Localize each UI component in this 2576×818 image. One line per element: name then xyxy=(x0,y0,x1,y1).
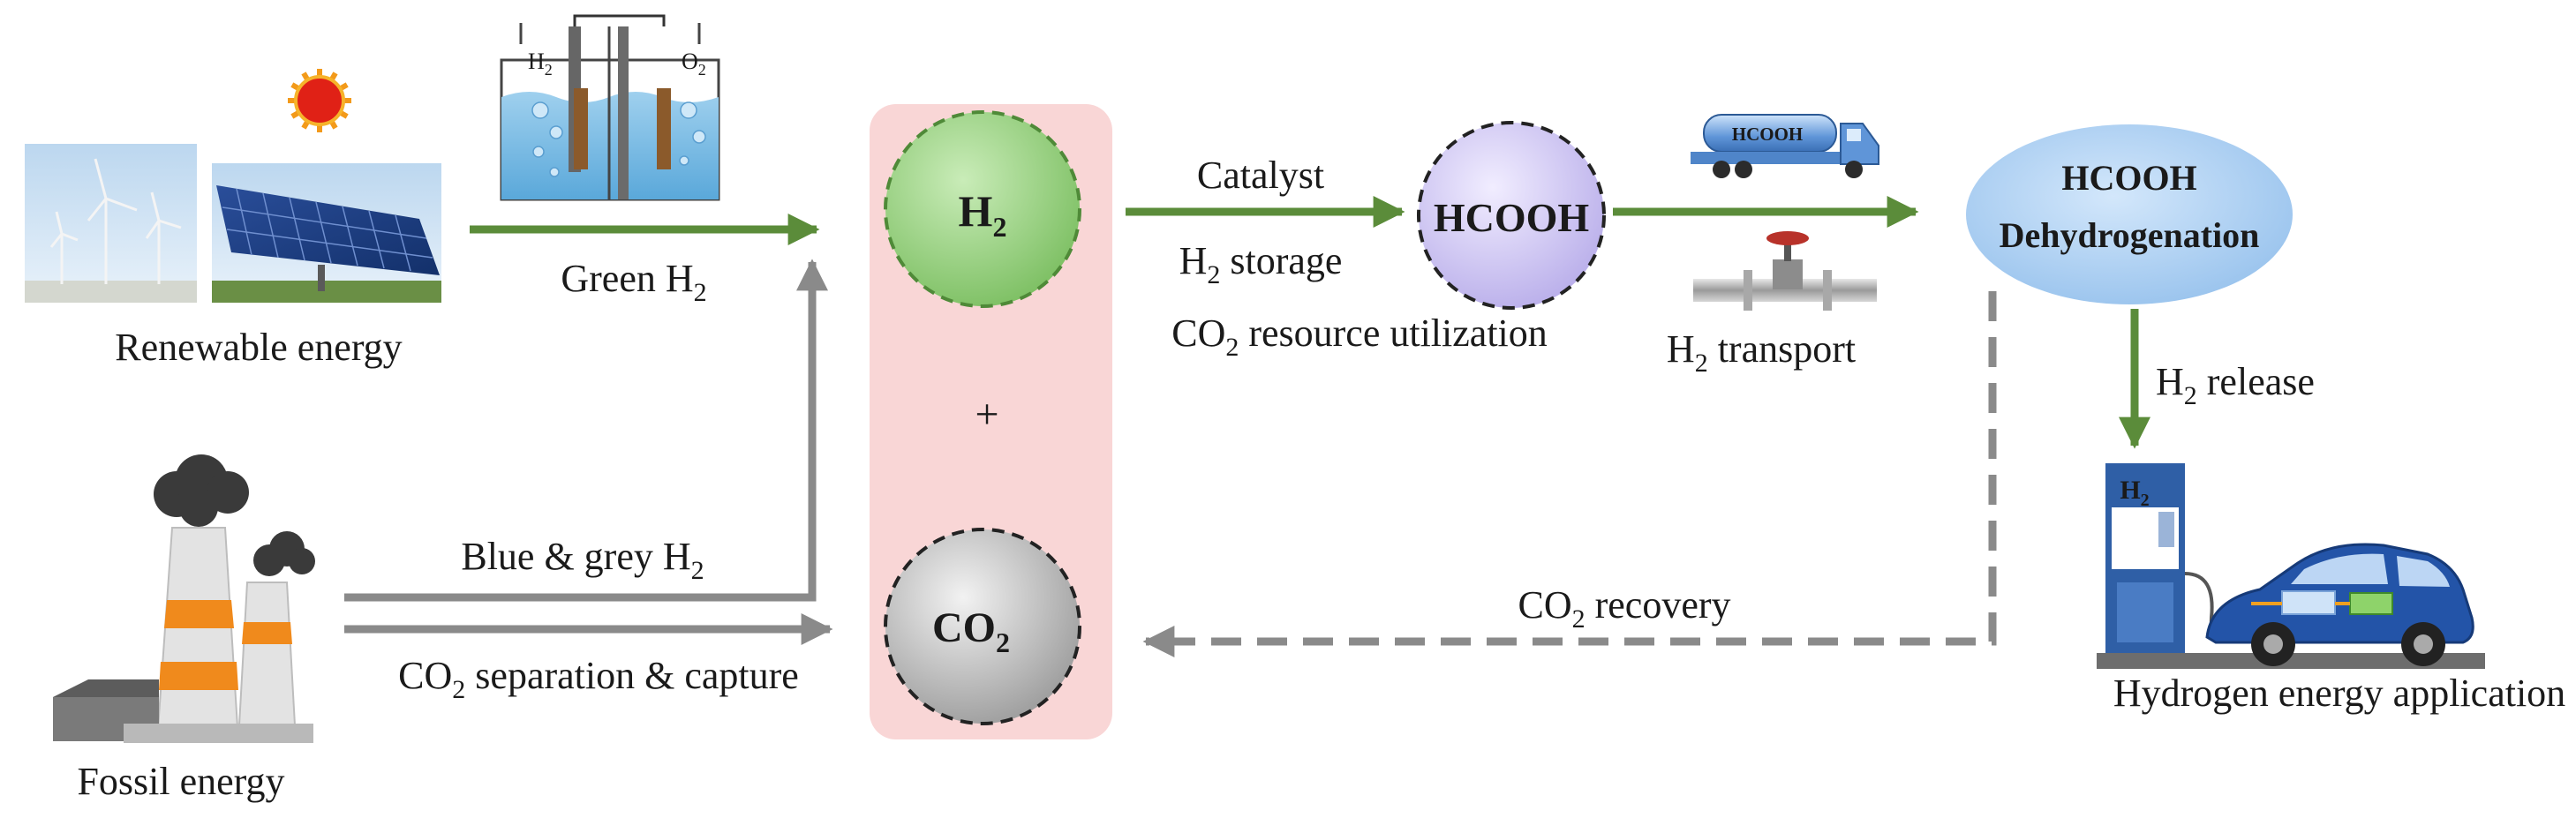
electrolyzer-o2-label: O2 xyxy=(682,49,706,79)
solar-panel-image xyxy=(212,163,441,303)
electrolyzer-h2-label: H2 xyxy=(528,49,553,79)
h2-node-label: H2 xyxy=(959,186,1007,243)
h2-transport-label: H2 transport xyxy=(1667,327,1856,378)
hcooh-node-label: HCOOH xyxy=(1434,195,1590,240)
dehydrogenation-line1: HCOOH xyxy=(2061,158,2196,198)
h2-release-label: H2 release xyxy=(2156,360,2315,410)
green-h2-label: Green H2 xyxy=(561,257,706,307)
co2-recovery-arrow xyxy=(1142,291,1997,657)
dehydrogenation-line2: Dehydrogenation xyxy=(2000,215,2260,255)
co2-resource-label: CO2 resource utilization xyxy=(1171,311,1548,362)
factory-icon xyxy=(53,454,315,743)
catalyst-label: Catalyst xyxy=(1197,154,1324,197)
hydrogen-station-icon: H2 xyxy=(2097,463,2485,669)
wind-farm-image xyxy=(25,144,197,303)
tanker-truck-icon: HCOOH xyxy=(1691,114,1879,178)
h2-storage-label: H2 storage xyxy=(1179,239,1343,289)
plus-sign: + xyxy=(975,391,998,438)
hydrogen-application-label: Hydrogen energy application xyxy=(2113,672,2565,715)
co2-recovery-label: CO2 recovery xyxy=(1518,583,1730,634)
electrolyzer-icon: H2 O2 xyxy=(500,14,720,201)
blue-grey-h2-label: Blue & grey H2 xyxy=(461,535,704,585)
fuel-cell-car-icon xyxy=(2205,543,2474,666)
h2-node: H2 xyxy=(884,110,1081,308)
sun-icon xyxy=(288,69,351,132)
co2-node-label: CO2 xyxy=(932,604,1010,658)
pipeline-valve-icon xyxy=(1693,231,1877,311)
dehydrogenation-node: HCOOH Dehydrogenation xyxy=(1966,124,2293,304)
co2-node: CO2 xyxy=(884,528,1081,725)
tanker-label: HCOOH xyxy=(1732,124,1804,145)
fossil-energy-label: Fossil energy xyxy=(77,760,284,803)
blue-grey-h2-arrow xyxy=(344,259,828,602)
co2-separation-label: CO2 separation & capture xyxy=(398,654,799,704)
hcooh-node: HCOOH xyxy=(1417,121,1606,310)
station-h2-label: H2 xyxy=(2120,476,2149,510)
renewable-energy-label: Renewable energy xyxy=(115,326,402,369)
